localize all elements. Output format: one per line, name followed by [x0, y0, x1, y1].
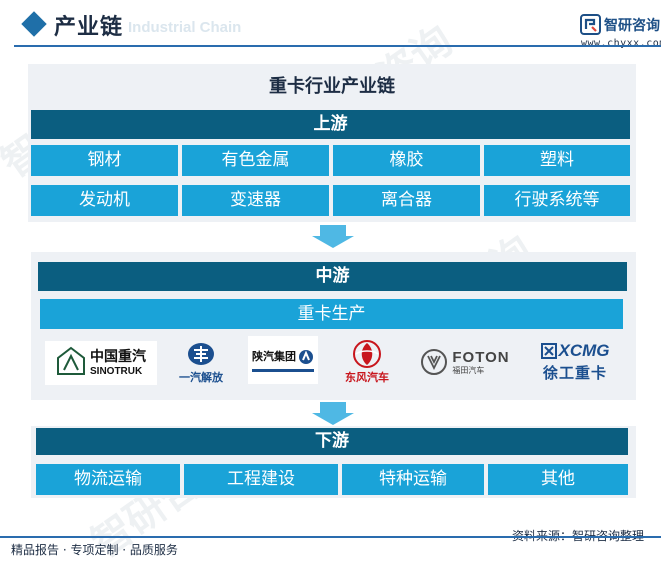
upstream-item: 钢材 — [31, 145, 178, 176]
brand-url: www.chyxx.com — [581, 38, 661, 49]
faw-logo-icon — [188, 343, 214, 365]
brand-logo-icon — [580, 14, 601, 35]
downstream-item: 工程建设 — [184, 464, 338, 495]
faw-logo: 一汽解放 — [166, 339, 236, 387]
shaanxi-logo-icon — [299, 349, 313, 364]
chain-title: 重卡行业产业链 — [269, 76, 395, 97]
xcmg-logo: XCMG 徐工重卡 — [528, 338, 622, 386]
arrow-down-icon — [320, 402, 346, 414]
header-divider — [14, 45, 661, 47]
arrow-down-icon — [312, 413, 354, 425]
logo-text: 东风汽车 — [345, 370, 389, 384]
upstream-item: 橡胶 — [333, 145, 480, 176]
logo-text: 福田汽车 — [452, 365, 485, 375]
logo-text: 徐工重卡 — [542, 364, 607, 382]
upstream-header: 上游 — [31, 110, 630, 139]
logo-text: 一汽解放 — [179, 371, 223, 384]
upstream-item: 离合器 — [333, 185, 480, 216]
upstream-item: 塑料 — [484, 145, 630, 176]
upstream-item: 发动机 — [31, 185, 178, 216]
dongfeng-logo-icon — [353, 339, 381, 368]
dongfeng-logo: 东风汽车 — [334, 337, 400, 387]
header-ghost-text: Industrial Chain — [128, 19, 242, 36]
upstream-item: 变速器 — [182, 185, 329, 216]
downstream-item: 物流运输 — [36, 464, 180, 495]
logo-text: SINOTRUK — [90, 365, 143, 377]
midstream-header: 中游 — [38, 262, 627, 291]
logo-text: 中国重汽 — [90, 348, 146, 365]
logo-text: FOTON — [452, 348, 510, 366]
foton-logo-icon — [421, 349, 448, 375]
downstream-header: 下游 — [36, 428, 628, 455]
shaanxi-logo: 陕汽集团 — [248, 336, 318, 384]
midstream-sub-header: 重卡生产 — [40, 299, 623, 329]
arrow-down-icon — [320, 225, 346, 237]
sinotruk-logo-icon — [57, 346, 85, 375]
arrow-down-icon — [312, 236, 354, 248]
page-title: 产业链 — [54, 15, 124, 40]
downstream-item: 其他 — [488, 464, 628, 495]
logo-text: XCMG — [558, 341, 610, 360]
xcmg-logo-icon — [540, 343, 557, 359]
footer-slogan: 精品报告 · 专项定制 · 品质服务 — [11, 543, 178, 557]
downstream-item: 特种运输 — [342, 464, 484, 495]
diamond-icon — [21, 11, 47, 37]
foton-logo: FOTON 福田汽车 — [415, 342, 515, 382]
logo-text: 陕汽集团 — [252, 350, 296, 363]
footer-divider — [0, 536, 661, 538]
brand-name: 智研咨询 — [604, 18, 660, 34]
upstream-item: 行驶系统等 — [484, 185, 630, 216]
upstream-item: 有色金属 — [182, 145, 329, 176]
sinotruk-logo: 中国重汽 SINOTRUK — [45, 341, 157, 385]
